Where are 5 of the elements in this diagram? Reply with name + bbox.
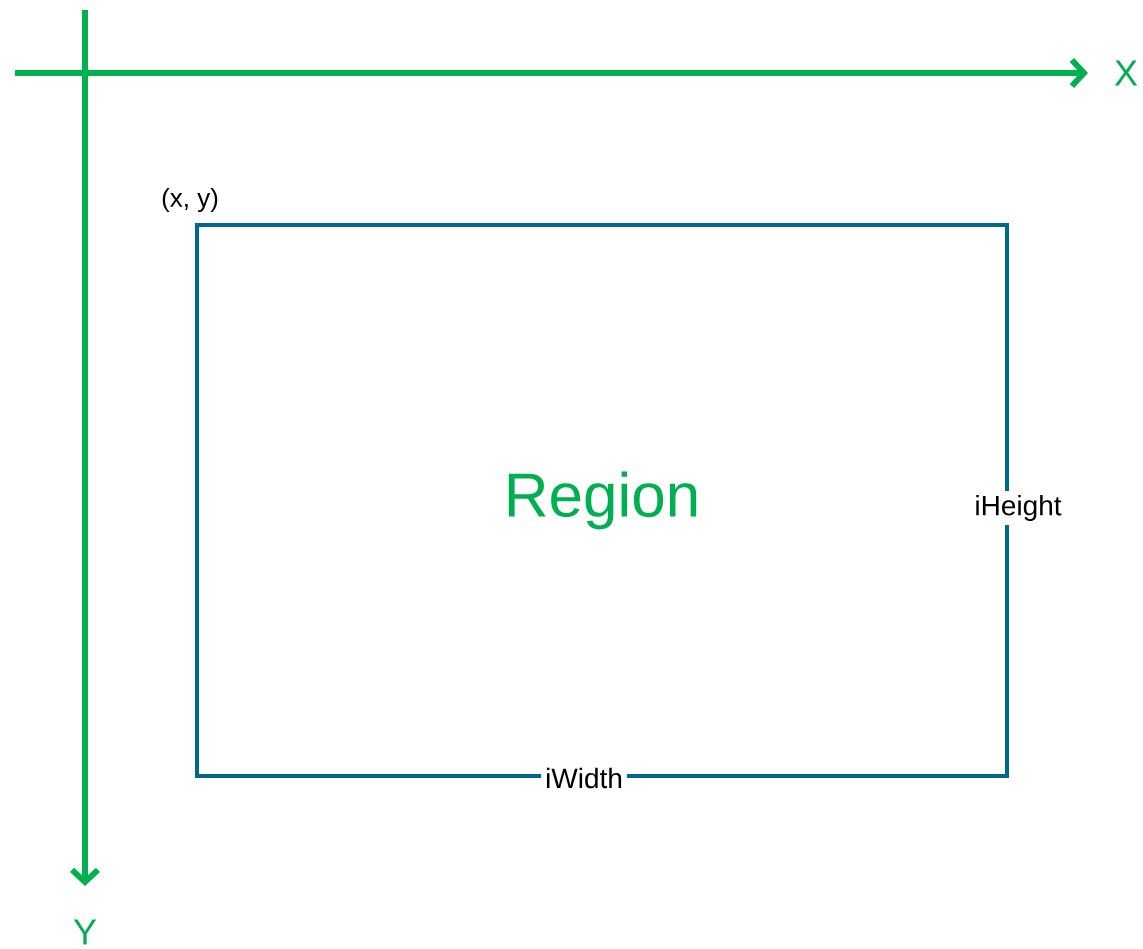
axis-label: X	[1114, 60, 1138, 86]
dimension-label: iWidth	[541, 763, 627, 793]
corner-label: (x, y)	[162, 187, 218, 213]
axis-label: Y	[73, 919, 97, 945]
dimension-label: iHeight	[970, 490, 1066, 526]
